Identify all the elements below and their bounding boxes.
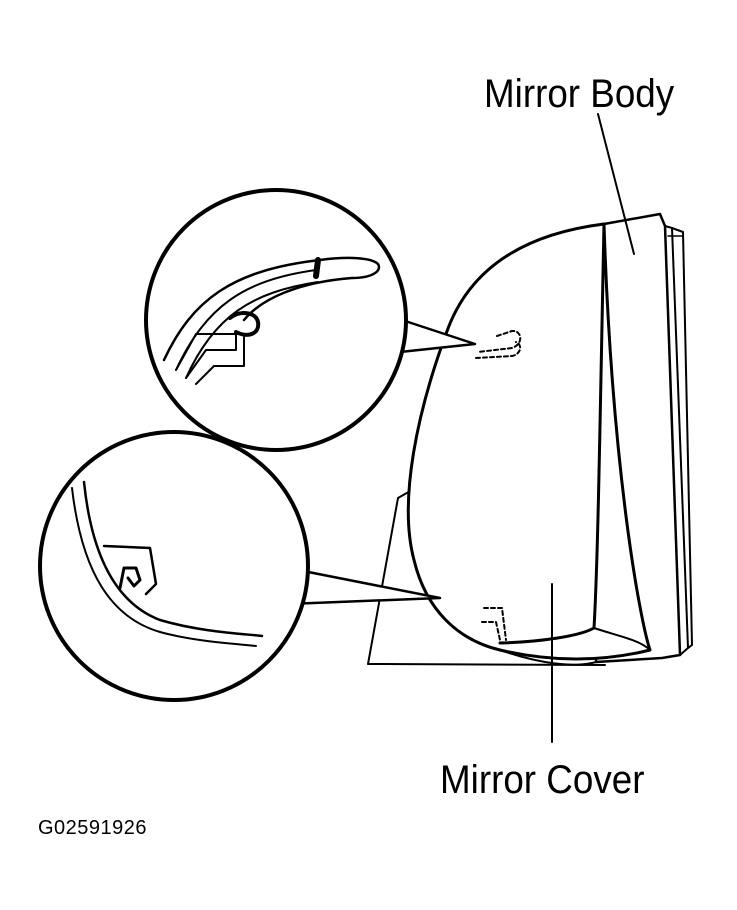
lower-detail-circle <box>38 430 442 702</box>
figure-code: G02591926 <box>38 817 148 839</box>
mirror-base-plate <box>367 497 606 666</box>
mirror-body-leader-line <box>597 113 635 255</box>
upper-detail-circle <box>144 188 477 452</box>
mirror-body-label: Mirror Body <box>484 72 675 116</box>
mirror-cover-label: Mirror Cover <box>440 758 645 802</box>
upper-hidden-clip <box>475 330 522 359</box>
mirror-cover-shape <box>406 222 652 666</box>
lower-hidden-clip <box>481 607 507 641</box>
